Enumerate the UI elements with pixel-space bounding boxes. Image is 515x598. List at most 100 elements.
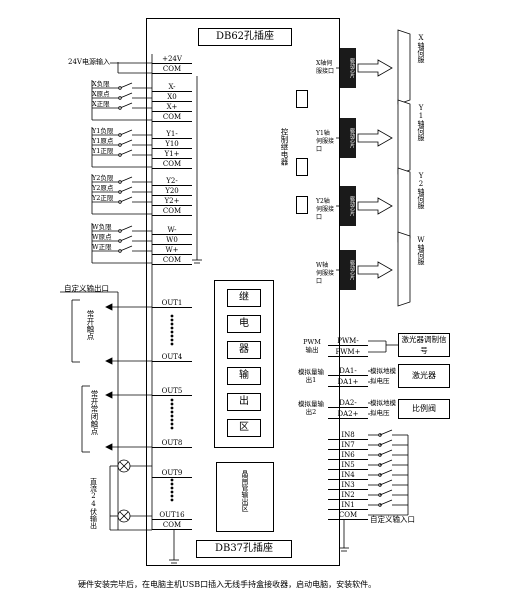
custom-input-label: 自定义输入口 [370, 515, 415, 524]
axis-pin: W+ [152, 245, 192, 255]
out-ellipsis [170, 326, 174, 330]
axis-input-label: W负限 [92, 223, 112, 231]
pin-da2-plus: DA2+ [328, 409, 368, 419]
axis-pin: W- [152, 225, 192, 235]
servo-label: Y1轴伺服 [417, 104, 425, 141]
pin-da1-minus: DA1- [328, 366, 368, 376]
control-relay-label: 控制继电器 [280, 128, 289, 166]
controller-board [146, 18, 340, 566]
servo-label: X轴伺服 [417, 34, 425, 63]
axis-input-label: Y1正限 [92, 147, 114, 155]
transistor-label: 晶闸管输出区 [241, 470, 249, 512]
switch-blade [119, 196, 133, 203]
relay-box-3 [296, 196, 308, 214]
pin-power-com: COM [152, 64, 192, 74]
out-ellipsis [170, 486, 174, 490]
pin-da2-minus: DA2- [328, 398, 368, 408]
analog2-label: 模拟量输出2 [298, 400, 324, 416]
relay-box-2 [296, 158, 308, 176]
switch-blade [379, 459, 393, 466]
switch-blade [119, 176, 133, 183]
pin-out4: OUT4 [152, 352, 192, 362]
input-pin: IN1 [328, 500, 368, 510]
pin-24v: +24V [152, 54, 192, 64]
switch-blade [119, 225, 133, 232]
driver-chip: 驱动芯片 [340, 48, 356, 88]
switch-blade [119, 139, 133, 146]
out-ellipsis [170, 410, 174, 414]
out-ellipsis [170, 334, 174, 338]
axis-pin: COM [152, 206, 192, 216]
pin-out1: OUT1 [152, 298, 192, 308]
custom-output-label: 自定义输出口 [64, 284, 109, 293]
input-pin: IN7 [328, 440, 368, 450]
pin-pwm-minus: PWM- [328, 336, 368, 346]
pin-pwm-plus: PWM+ [328, 347, 368, 357]
servo-interface-label: W轴伺服接口 [316, 262, 335, 285]
analog2-mid: 模拟地模拟电压 [370, 399, 396, 417]
axis-pin: X0 [152, 92, 192, 102]
switch-contact [118, 106, 122, 110]
no-contact-label: 常开触点 [86, 310, 95, 340]
input-pin: IN3 [328, 480, 368, 490]
out-ellipsis [170, 322, 174, 326]
axis-pin: Y1+ [152, 149, 192, 159]
pin-da1-plus: DA1+ [328, 377, 368, 387]
axis-pin: Y20 [152, 186, 192, 196]
input-pin: COM [328, 510, 368, 520]
servo-connector [397, 29, 411, 105]
out-ellipsis [170, 498, 174, 502]
out-ellipsis [170, 482, 174, 486]
switch-blade [379, 479, 393, 486]
laser-box: 激光器 [398, 364, 450, 388]
servo-connector [397, 167, 411, 243]
out-ellipsis [170, 478, 174, 482]
axis-input-label: Y2正限 [92, 194, 114, 202]
switch-contact [118, 190, 122, 194]
input-pin: IN6 [328, 450, 368, 460]
axis-input-label: W原点 [92, 233, 112, 241]
axis-pin: Y2+ [152, 196, 192, 206]
out-ellipsis [170, 402, 174, 406]
servo-label: Y2轴伺服 [417, 172, 425, 209]
relay-cell: 出 [227, 393, 261, 411]
out-ellipsis [170, 422, 174, 426]
input-pin: IN5 [328, 460, 368, 470]
axis-pin: X+ [152, 102, 192, 112]
switch-contact [118, 200, 122, 204]
pin-out16: OUT16 [152, 510, 192, 520]
out-ellipsis [170, 330, 174, 334]
out-ellipsis [170, 490, 174, 494]
proportional-valve-box: 比例阀 [398, 399, 450, 419]
switch-blade [119, 235, 133, 242]
arrow-head [105, 391, 113, 399]
servo-connector [397, 99, 411, 175]
switch-blade [119, 82, 133, 89]
axis-input-label: Y2原点 [92, 184, 114, 192]
out-ellipsis [170, 342, 174, 346]
switch-contact [118, 133, 122, 137]
relay-output-block [214, 280, 274, 448]
pin-out-com: COM [152, 520, 192, 530]
switch-contact [118, 153, 122, 157]
caption: 硬件安装完毕后，在电脑主机USB口插入无线手持盒接收器，启动电脑，安装软件。 [78, 580, 377, 589]
switch-contact [118, 86, 122, 90]
axis-input-label: X正限 [92, 100, 110, 108]
arrow-head [105, 357, 113, 365]
axis-pin: Y2- [152, 176, 192, 186]
lamp-cross [119, 511, 129, 521]
axis-pin: COM [152, 255, 192, 265]
switch-blade [119, 149, 133, 156]
relay-box-1 [296, 90, 308, 108]
servo-label: W轴伺服 [417, 236, 425, 265]
servo-connector [397, 231, 411, 307]
axis-input-label: X负限 [92, 80, 110, 88]
axis-input-label: W正限 [92, 243, 112, 251]
switch-contact [118, 239, 122, 243]
driver-chip: 驱动芯片 [340, 186, 356, 226]
switch-contact [118, 96, 122, 100]
pin-out9: OUT9 [152, 468, 192, 478]
relay-cell: 区 [227, 419, 261, 437]
axis-input-label: X原点 [92, 90, 110, 98]
